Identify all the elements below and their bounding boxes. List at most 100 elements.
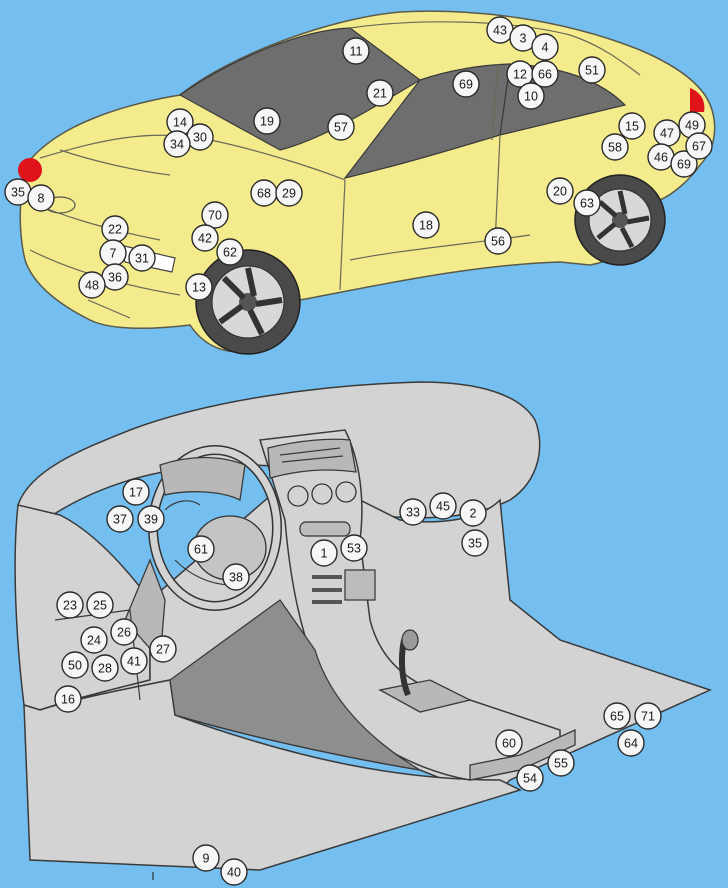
rear-wheel: [574, 174, 666, 266]
badge-11: 11: [342, 37, 370, 65]
badge-69-roof-circle: [452, 70, 480, 98]
badge-49-label: 49: [685, 119, 699, 133]
badge-20-label: 20: [553, 185, 567, 199]
badge-68-label: 68: [257, 187, 271, 201]
badge-11-label: 11: [350, 45, 363, 59]
badge-2-circle: [459, 499, 487, 527]
badge-36-front-label: 36: [108, 271, 122, 285]
badge-67-label: 67: [692, 140, 706, 154]
badge-34: 34: [163, 130, 191, 158]
badge-27: 27: [149, 635, 177, 663]
badge-57: 57: [327, 113, 355, 141]
badge-4-circle: [531, 33, 559, 61]
badge-65-circle: [603, 702, 631, 730]
badge-19-circle: [253, 107, 281, 135]
badge-31-label: 31: [135, 252, 149, 266]
badge-29-label: 29: [282, 187, 296, 201]
badge-21-circle: [366, 79, 394, 107]
badge-2-label: 2: [470, 507, 477, 521]
badge-55-label: 55: [554, 757, 568, 771]
badge-48-circle: [78, 271, 106, 299]
badge-35-dash-label: 35: [468, 537, 482, 551]
badge-50-label: 50: [68, 659, 82, 673]
badge-15: 15: [618, 112, 646, 140]
badge-55: 55: [547, 749, 575, 777]
badge-61-circle: [187, 535, 215, 563]
badge-10-circle: [517, 82, 545, 110]
badge-34-circle: [163, 130, 191, 158]
badge-24-circle: [80, 626, 108, 654]
badge-24-label: 24: [87, 634, 101, 648]
badge-27-circle: [149, 635, 177, 663]
badge-48: 48: [78, 271, 106, 299]
badge-58: 58: [601, 133, 629, 161]
badge-70: 70: [201, 201, 229, 229]
badge-12: 12: [506, 60, 534, 88]
badge-51-label: 51: [585, 64, 599, 78]
badge-18-label: 18: [419, 219, 433, 233]
badge-25-circle: [86, 591, 114, 619]
badge-39-label: 39: [144, 513, 158, 527]
badge-28: 28: [91, 654, 119, 682]
badge-35: 35: [4, 178, 32, 206]
badge-29: 29: [275, 179, 303, 207]
badge-53: 53: [340, 534, 368, 562]
badge-55-circle: [547, 749, 575, 777]
badge-35-dash: 35: [461, 529, 489, 557]
badge-28-label: 28: [98, 662, 112, 676]
badge-60-label: 60: [502, 737, 516, 751]
badge-33-circle: [399, 498, 427, 526]
badge-18-circle: [412, 211, 440, 239]
badge-22: 22: [101, 215, 129, 243]
badge-67-circle: [685, 132, 713, 160]
badge-70-circle: [201, 201, 229, 229]
badge-17-circle: [122, 478, 150, 506]
badge-41: 41: [120, 647, 148, 675]
badge-45-label: 45: [436, 500, 450, 514]
badge-62-label: 62: [223, 246, 237, 260]
badge-63-circle: [573, 189, 601, 217]
badge-9: 9: [192, 844, 220, 872]
badge-49: 49: [678, 111, 706, 139]
badge-54: 54: [516, 764, 544, 792]
badge-48-label: 48: [85, 279, 99, 293]
badge-28-circle: [91, 654, 119, 682]
badge-39-circle: [137, 505, 165, 533]
badge-56: 56: [484, 227, 512, 255]
badge-64-label: 64: [624, 737, 638, 751]
badge-61: 61: [187, 535, 215, 563]
badge-45-circle: [429, 492, 457, 520]
badge-61-label: 61: [194, 543, 208, 557]
badge-53-label: 53: [347, 542, 361, 556]
badge-16: 16: [54, 685, 82, 713]
badge-51-circle: [578, 56, 606, 84]
badge-15-label: 15: [625, 120, 639, 134]
badge-17-label: 17: [129, 486, 143, 500]
badge-58-label: 58: [608, 141, 622, 155]
badge-35-dash-circle: [461, 529, 489, 557]
badge-19-label: 19: [260, 115, 274, 129]
badge-38-circle: [222, 563, 250, 591]
badge-29-circle: [275, 179, 303, 207]
badge-40: 40: [220, 858, 248, 886]
badge-26-label: 26: [117, 626, 131, 640]
badge-71-label: 71: [641, 710, 655, 724]
badge-66-label: 66: [538, 68, 552, 82]
badge-12-label: 12: [513, 68, 527, 82]
badge-43: 43: [486, 16, 514, 44]
badge-56-circle: [484, 227, 512, 255]
badge-14-label: 14: [173, 116, 187, 130]
badge-65: 65: [603, 702, 631, 730]
badge-23-circle: [56, 591, 84, 619]
badge-37: 37: [106, 505, 134, 533]
badge-47: 47: [653, 119, 681, 147]
badge-22-label: 22: [108, 223, 122, 237]
badge-54-circle: [516, 764, 544, 792]
badge-68: 68: [250, 179, 278, 207]
badge-23-label: 23: [63, 599, 77, 613]
badge-37-circle: [106, 505, 134, 533]
badge-10: 10: [517, 82, 545, 110]
badge-33: 33: [399, 498, 427, 526]
badge-26: 26: [110, 618, 138, 646]
